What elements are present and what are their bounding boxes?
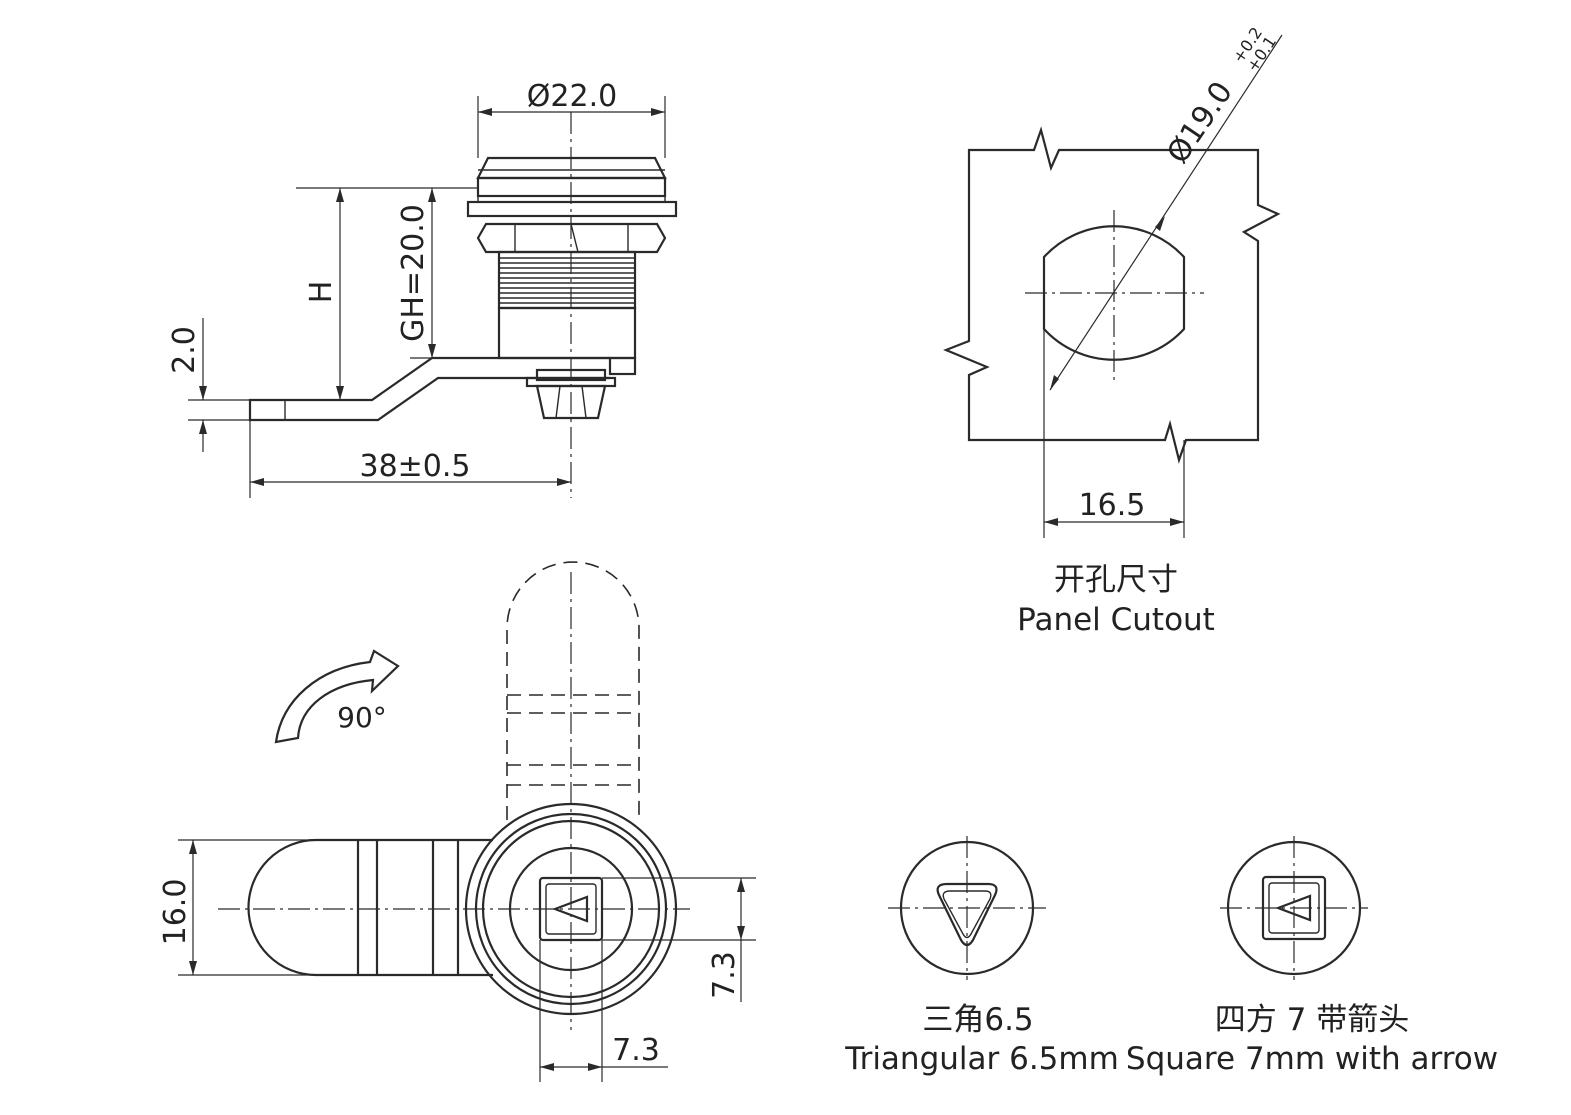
key-triangular-caption-en: Triangular 6.5mm xyxy=(844,1041,1119,1077)
key-triangular-caption-cn: 三角6.5 xyxy=(922,1002,1033,1038)
triangle-key-icon xyxy=(936,882,998,947)
side-view: Ø22.0 GH=20.0 H 2.0 38±0.5 xyxy=(167,79,678,498)
caption-en: Panel Cutout xyxy=(1017,602,1215,638)
dim-flat-width: 16.5 xyxy=(1079,488,1146,523)
key-option-triangular: 三角6.5 Triangular 6.5mm xyxy=(844,836,1119,1077)
dim-offset: 2.0 xyxy=(167,326,202,374)
key-square-caption-cn: 四方 7 带箭头 xyxy=(1215,1002,1409,1038)
dim-key-vertical: 7.3 xyxy=(707,951,742,999)
square-arrow-key-icon xyxy=(1261,875,1327,941)
dim-hole-diameter: Ø19.0 xyxy=(1160,75,1240,170)
panel-cutout: Ø19.0 +0.2 +0.1 16.5 开孔尺寸 Panel Cutout xyxy=(943,24,1283,638)
caption-cn: 开孔尺寸 xyxy=(1054,562,1178,598)
front-view: 90° 16.0 xyxy=(158,561,756,1082)
dim-gh: GH=20.0 xyxy=(396,204,431,342)
dim-cam-width: 16.0 xyxy=(158,879,193,946)
rotation-label: 90° xyxy=(337,701,387,734)
dim-h: H xyxy=(304,281,339,304)
key-option-square-arrow: 四方 7 带箭头 Square 7mm with arrow xyxy=(1126,836,1498,1077)
dim-key-horizontal: 7.3 xyxy=(612,1033,660,1068)
dim-body-diameter: Ø22.0 xyxy=(527,79,617,114)
dim-cam-length: 38±0.5 xyxy=(359,449,470,484)
thread-lines xyxy=(499,257,635,304)
key-square-caption-en: Square 7mm with arrow xyxy=(1126,1041,1498,1077)
rotation-arrow-icon xyxy=(274,649,400,744)
